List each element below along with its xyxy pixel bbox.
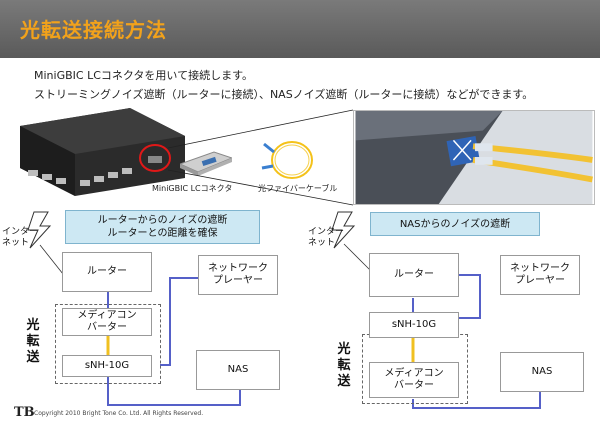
right-media-converter-label: メディアコン バーター xyxy=(384,368,444,391)
right-nas-box: NAS xyxy=(500,352,584,392)
right-callout: NASからのノイズの遮断 xyxy=(370,212,540,236)
left-network-player-label: ネットワーク プレーヤー xyxy=(208,263,268,286)
left-nas-box: NAS xyxy=(196,350,280,390)
intro-line-1: MiniGBIC LCコネクタを用いて接続します。 xyxy=(34,69,254,82)
page-title: 光転送接続方法 xyxy=(20,18,167,42)
left-callout-line-1: ルーターからのノイズの遮断 xyxy=(97,215,228,226)
left-callout-line-2: ルーターとの距離を確保 xyxy=(107,228,218,239)
right-callout-text: NASからのノイズの遮断 xyxy=(399,219,511,230)
right-internet-text: インター ネット xyxy=(308,227,345,248)
right-optical-label: 光 転 送 xyxy=(337,342,351,389)
left-internet-text: インター ネット xyxy=(2,227,39,248)
left-network-player-box: ネットワーク プレーヤー xyxy=(198,255,278,295)
left-router-box: ルーター xyxy=(62,252,152,292)
device-photo xyxy=(20,108,185,196)
minigbic-label: MiniGBIC LCコネクタ xyxy=(152,184,233,193)
right-network-player-label: ネットワーク プレーヤー xyxy=(510,263,570,286)
right-snh-label: sNH-10G xyxy=(391,319,437,330)
title-bar: 光転送接続方法 xyxy=(0,0,600,58)
left-router-label: ルーター xyxy=(87,266,127,277)
right-media-converter-box: メディアコン バーター xyxy=(369,362,459,398)
fiber-cable xyxy=(261,141,313,179)
right-router-label: ルーター xyxy=(394,269,434,280)
right-network-player-box: ネットワーク プレーヤー xyxy=(500,255,580,295)
left-internet-label: インター ネット xyxy=(2,227,38,249)
connector-closeup-photo xyxy=(353,110,595,205)
minigbic-module xyxy=(180,151,232,176)
company-logo: TB xyxy=(14,405,35,420)
right-router-box: ルーター xyxy=(369,253,459,297)
intro-line-2: ストリーミングノイズ遮断（ルーターに接続）、NASノイズ遮断（ルーターに接続）な… xyxy=(34,88,534,101)
left-snh-label: sNH-10G xyxy=(84,360,130,371)
copyright-text: Copyright 2010 Bright Tone Co. Ltd. All … xyxy=(34,410,204,417)
right-internet-label: インター ネット xyxy=(308,227,344,249)
left-optical-group xyxy=(55,304,161,384)
right-nas-label: NAS xyxy=(531,366,553,377)
left-nas-label: NAS xyxy=(227,364,249,375)
fiber-label: 光ファイバーケーブル xyxy=(258,184,338,193)
left-callout: ルーターからのノイズの遮断 ルーターとの距離を確保 xyxy=(65,210,260,244)
left-media-converter-box: メディアコン バーター xyxy=(62,308,152,336)
right-snh-box: sNH-10G xyxy=(369,312,459,338)
left-media-converter-label: メディアコン バーター xyxy=(77,310,137,333)
left-optical-label: 光 転 送 xyxy=(26,318,40,365)
left-snh-box: sNH-10G xyxy=(62,355,152,377)
